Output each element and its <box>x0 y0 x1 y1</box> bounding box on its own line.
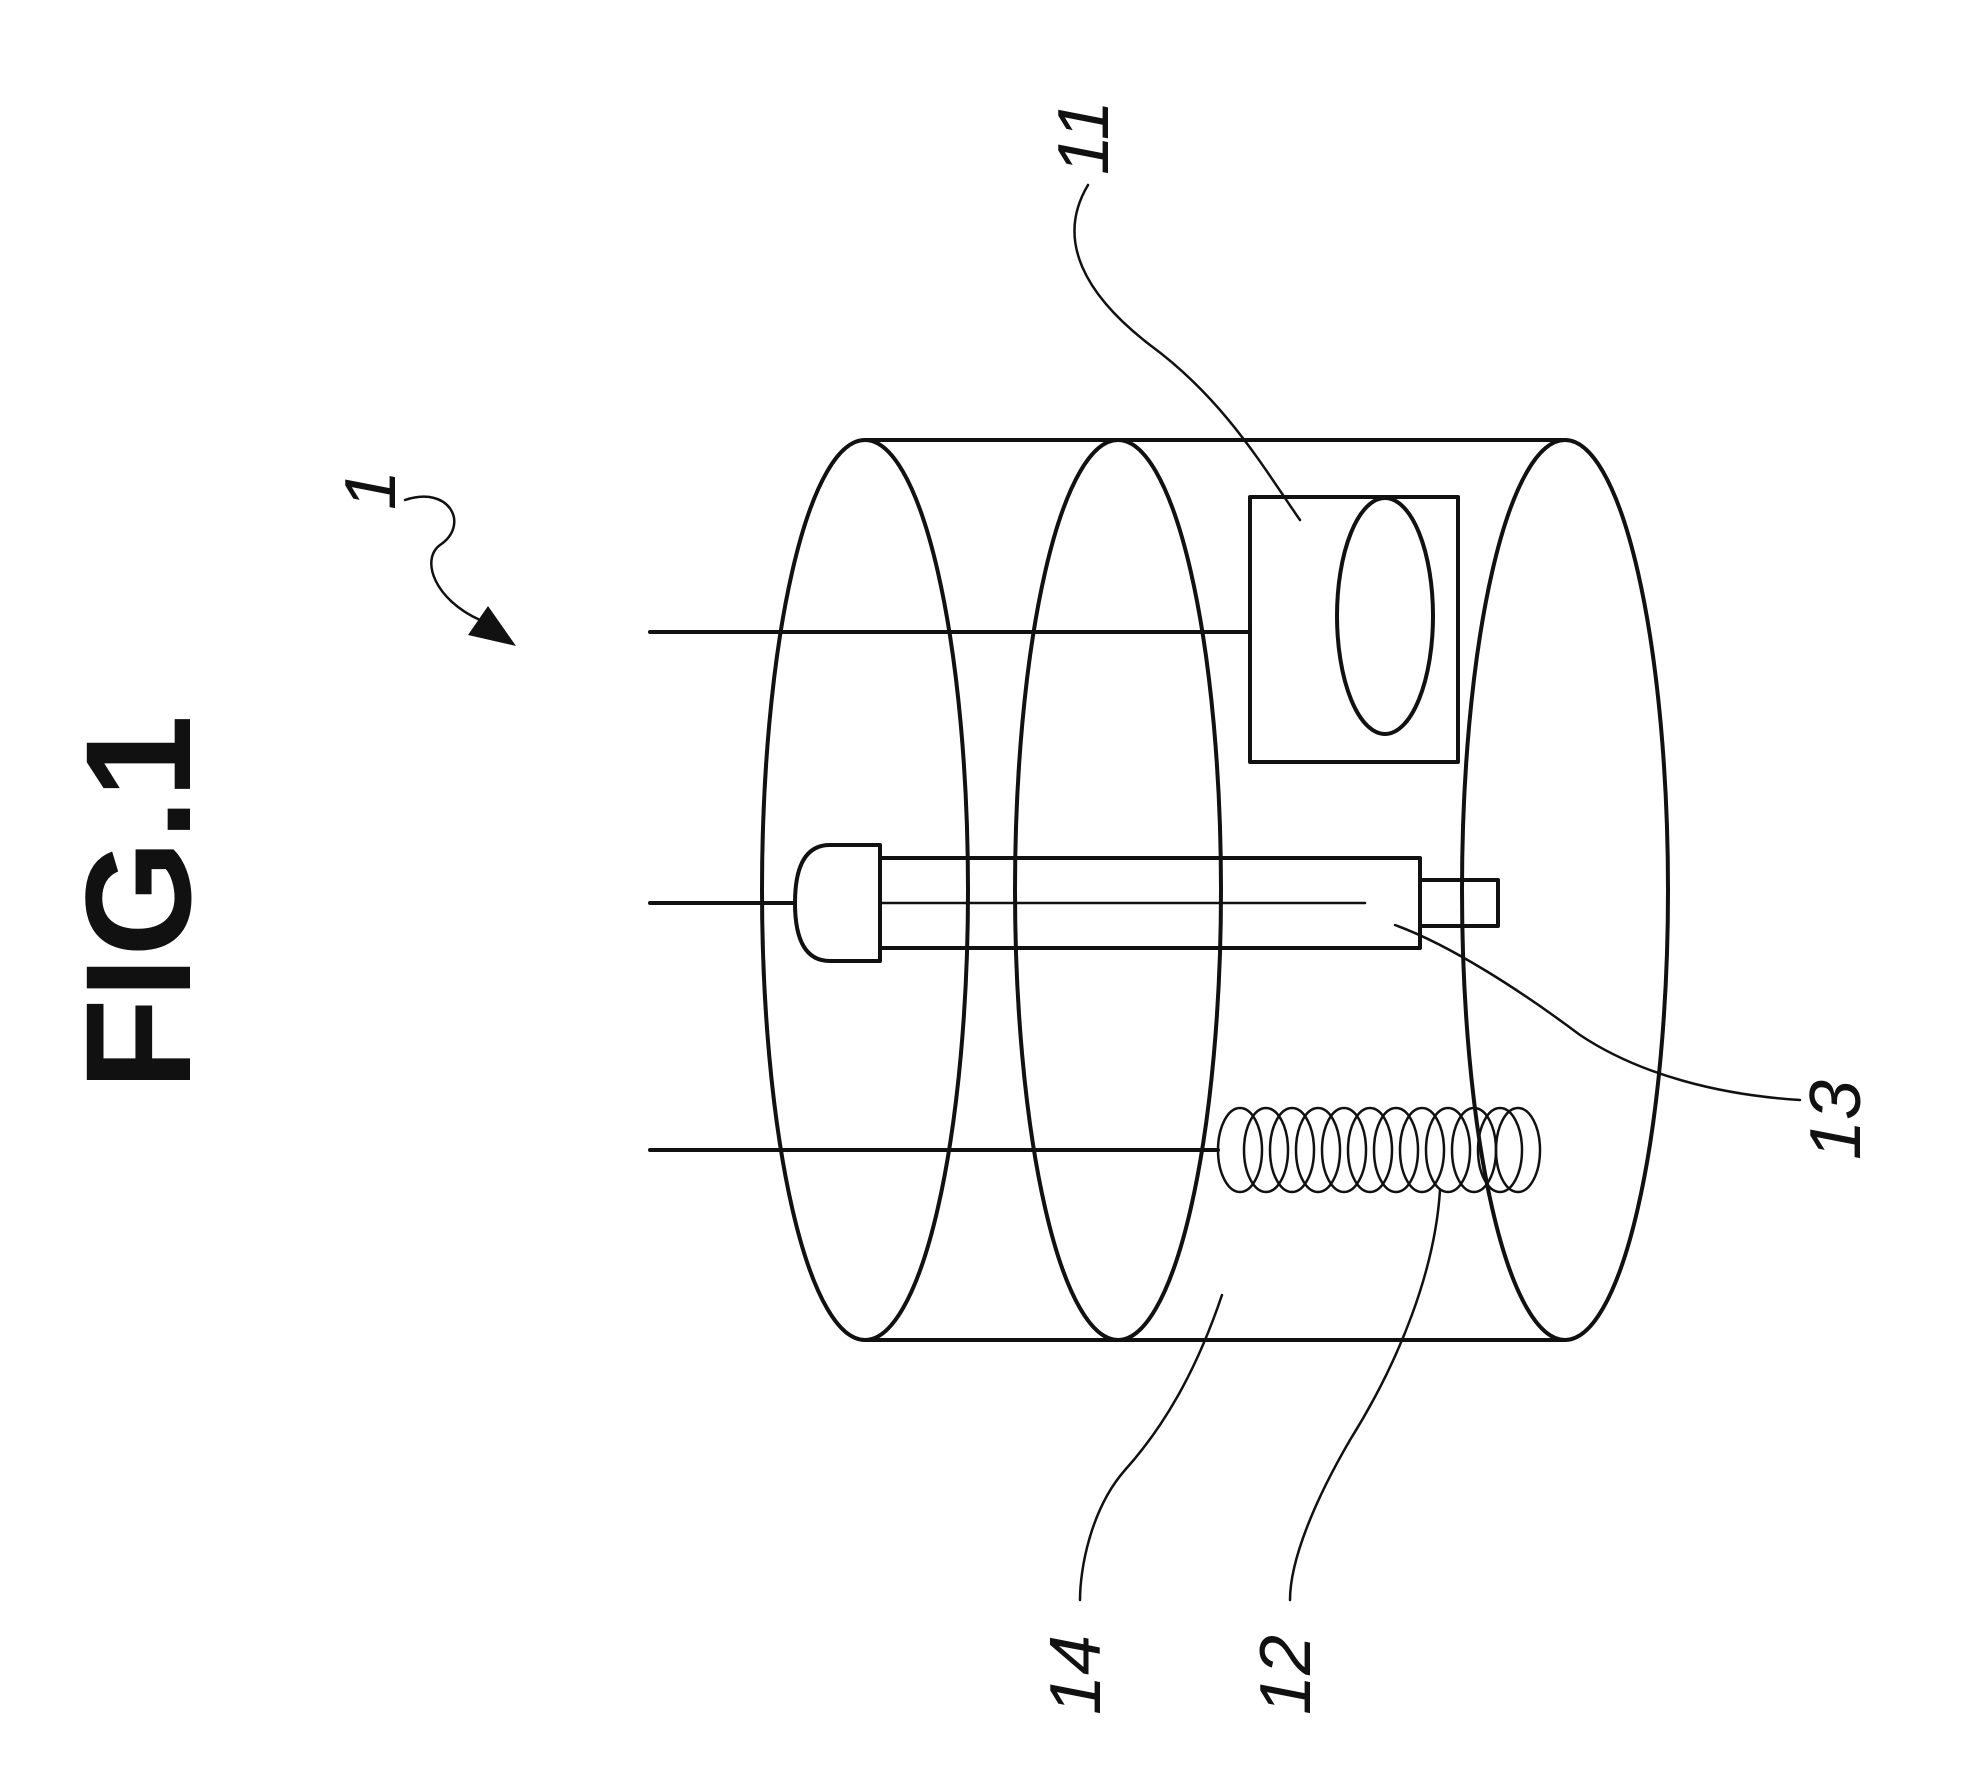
coil-loop <box>1270 1108 1314 1192</box>
coil-loop <box>1426 1108 1470 1192</box>
coil-loop <box>1218 1108 1262 1192</box>
ref-device-1: 1 <box>331 470 516 646</box>
ref-label-1: 1 <box>331 470 411 510</box>
ref-chamber-14: 14 <box>1036 1295 1222 1715</box>
rod-tip <box>1420 880 1498 926</box>
box-rect <box>1250 497 1458 762</box>
ref-label-14: 14 <box>1036 1635 1116 1715</box>
ref-1-leader <box>405 497 480 620</box>
ref-label-12: 12 <box>1246 1635 1326 1715</box>
component-box-11 <box>1250 497 1458 762</box>
lead-wires <box>650 632 1250 1150</box>
cylinder-left-end <box>762 440 968 1340</box>
ref-1-arrowhead <box>468 606 516 646</box>
cylinder <box>762 440 1668 1340</box>
coil-loop <box>1296 1108 1340 1192</box>
coil-loop <box>1478 1108 1522 1192</box>
cylinder-middle-ring <box>1015 440 1221 1340</box>
coil-loop <box>1322 1108 1366 1192</box>
box-oval <box>1337 498 1433 734</box>
coil-loop <box>1244 1108 1288 1192</box>
ref-11-leader <box>1074 185 1300 520</box>
ref-label-11: 11 <box>1044 100 1124 175</box>
coil-loop <box>1374 1108 1418 1192</box>
ref-12-leader <box>1290 1190 1440 1600</box>
ref-label-13: 13 <box>1796 1080 1876 1160</box>
component-rod-13 <box>795 845 1498 961</box>
figure-title: FIG.1 <box>54 715 222 1090</box>
coil-loop <box>1348 1108 1392 1192</box>
coil-loop <box>1496 1108 1540 1192</box>
rod-cap <box>795 845 880 961</box>
ref-box-11: 11 <box>1044 100 1300 520</box>
cylinder-right-end <box>1462 440 1668 1340</box>
coil-loop <box>1400 1108 1444 1192</box>
coil-loop <box>1452 1108 1496 1192</box>
component-coil-12 <box>1218 1108 1540 1192</box>
ref-coil-12: 12 <box>1246 1190 1440 1715</box>
ref-13-leader <box>1395 925 1800 1100</box>
